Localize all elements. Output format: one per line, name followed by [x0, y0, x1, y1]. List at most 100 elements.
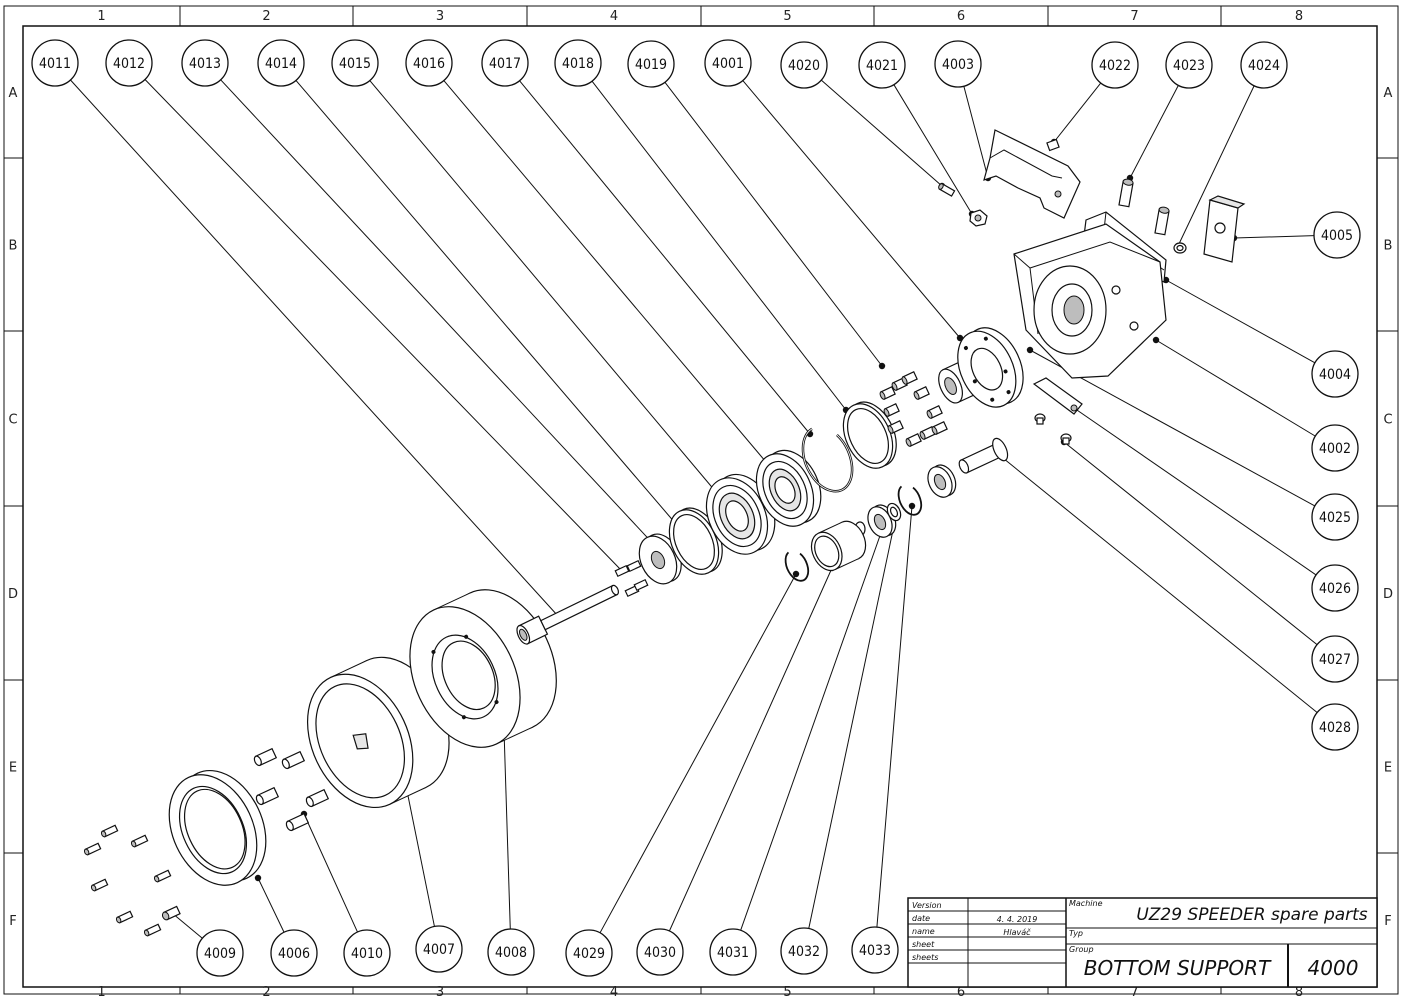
zone-row-label: F	[1384, 914, 1391, 929]
balloon-circle	[565, 929, 613, 977]
balloon-4021: 4021	[858, 41, 906, 89]
balloon-4023: 4023	[1165, 41, 1213, 89]
leader-line-4014	[295, 80, 677, 525]
leader-line-4010	[303, 813, 358, 933]
part-4024-washer	[1173, 242, 1187, 254]
zone-column-label: 1	[97, 985, 105, 997]
part-bearing-near-4028	[927, 464, 957, 498]
balloon-label: 4021	[866, 58, 898, 74]
leader-line-4001	[742, 80, 961, 339]
balloon-circle	[1240, 41, 1288, 89]
balloon-circle	[709, 928, 757, 976]
balloon-4012: 4012	[105, 39, 153, 87]
leader-line-4005	[1233, 235, 1315, 239]
balloon-circle	[415, 925, 463, 973]
balloon-4001: 4001	[704, 39, 752, 87]
zone-row-label: F	[9, 914, 16, 929]
tb-label-version: Version	[912, 901, 942, 910]
zone-column-label: 5	[783, 985, 791, 997]
balloon-circle	[851, 926, 899, 974]
part-4010-screws	[253, 747, 330, 832]
balloon-4005: 4005	[1313, 211, 1361, 259]
balloon-circle	[487, 928, 535, 976]
balloon-circle	[105, 39, 153, 87]
leader-line-4020	[820, 79, 943, 187]
balloon-4028: 4028	[1311, 703, 1359, 751]
leader-dot-4006	[254, 874, 262, 882]
balloon-4031: 4031	[709, 928, 757, 976]
balloon-label: 4011	[39, 56, 71, 72]
part-4027-screw	[1060, 433, 1072, 445]
part-4020-pin	[938, 183, 956, 197]
tb-label-group: Group	[1069, 945, 1094, 954]
balloon-4030: 4030	[636, 928, 684, 976]
part-4029-circlip	[784, 551, 810, 582]
balloon-circle	[31, 39, 79, 87]
balloon-4002: 4002	[1311, 424, 1359, 472]
balloon-label: 4008	[495, 945, 527, 961]
part-4023-screws	[1118, 178, 1170, 236]
leader-line-4026	[1073, 407, 1317, 576]
tb-label-sheets: sheets	[912, 953, 938, 962]
balloon-label: 4018	[562, 56, 594, 72]
part-4028-small-shaft	[958, 437, 1009, 474]
title-block: Version date name sheet sheets 4. 4. 201…	[907, 897, 1378, 988]
balloon-circle	[405, 39, 453, 87]
zone-column-label: 5	[783, 9, 791, 24]
balloon-circle	[704, 39, 752, 87]
tb-name-value: Hlaváč	[1003, 927, 1031, 937]
balloon-label: 4017	[489, 56, 521, 72]
balloon-label: 4007	[423, 942, 455, 958]
balloon-4020: 4020	[780, 41, 828, 89]
leader-line-4008	[503, 729, 511, 930]
balloon-label: 4029	[573, 946, 605, 962]
leader-dot-4019	[878, 362, 886, 370]
balloon-label: 4006	[278, 946, 310, 962]
balloon-circle	[1311, 703, 1359, 751]
balloon-4025: 4025	[1311, 493, 1359, 541]
zone-row-label: C	[1383, 413, 1392, 428]
balloon-label: 4025	[1319, 510, 1351, 526]
part-4018-ring	[842, 401, 897, 469]
balloon-label: 4003	[942, 57, 974, 73]
zone-column-label: 4	[610, 9, 618, 24]
tb-label-sheet: sheet	[912, 940, 935, 949]
zone-column-label: 2	[262, 985, 270, 997]
balloon-label: 4013	[189, 56, 221, 72]
leader-dot-4033	[908, 502, 916, 510]
tb-machine-value: UZ29 SPEEDER spare parts	[1136, 905, 1367, 925]
tb-date-value: 4. 4. 2019	[997, 915, 1038, 924]
part-4011-shaft	[516, 584, 620, 645]
balloon-4010: 4010	[343, 929, 391, 977]
balloon-circle	[1311, 564, 1359, 612]
zone-row-label: B	[1384, 239, 1393, 254]
balloon-4024: 4024	[1240, 41, 1288, 89]
balloon-label: 4015	[339, 56, 371, 72]
balloon-circle	[331, 39, 379, 87]
balloon-4026: 4026	[1311, 564, 1359, 612]
balloon-4014: 4014	[257, 39, 305, 87]
leader-line-4030	[668, 567, 833, 932]
part-4003-bracket	[983, 129, 1081, 219]
balloon-4015: 4015	[331, 39, 379, 87]
part-4001-hub	[938, 327, 1024, 408]
leader-dot-4029	[792, 570, 800, 578]
balloon-label: 4027	[1319, 652, 1351, 668]
balloon-circle	[1165, 41, 1213, 89]
balloon-label: 4001	[712, 56, 744, 72]
part-4009-screws	[83, 824, 181, 937]
zone-row-label: D	[8, 587, 18, 602]
part-4032-washer	[886, 502, 902, 522]
tb-number-value: 4000	[1308, 956, 1359, 980]
balloon-4017: 4017	[481, 39, 529, 87]
balloon-4009: 4009	[196, 929, 244, 977]
balloon-circle	[196, 929, 244, 977]
part-4012-screws	[614, 559, 649, 598]
balloon-circle	[257, 39, 305, 87]
zone-row-label: B	[9, 239, 18, 254]
balloon-4008: 4008	[487, 928, 535, 976]
leader-line-4032	[808, 515, 897, 929]
part-4021-nut	[969, 209, 988, 227]
balloon-circle	[627, 40, 675, 88]
leader-line-4027	[1063, 441, 1318, 646]
